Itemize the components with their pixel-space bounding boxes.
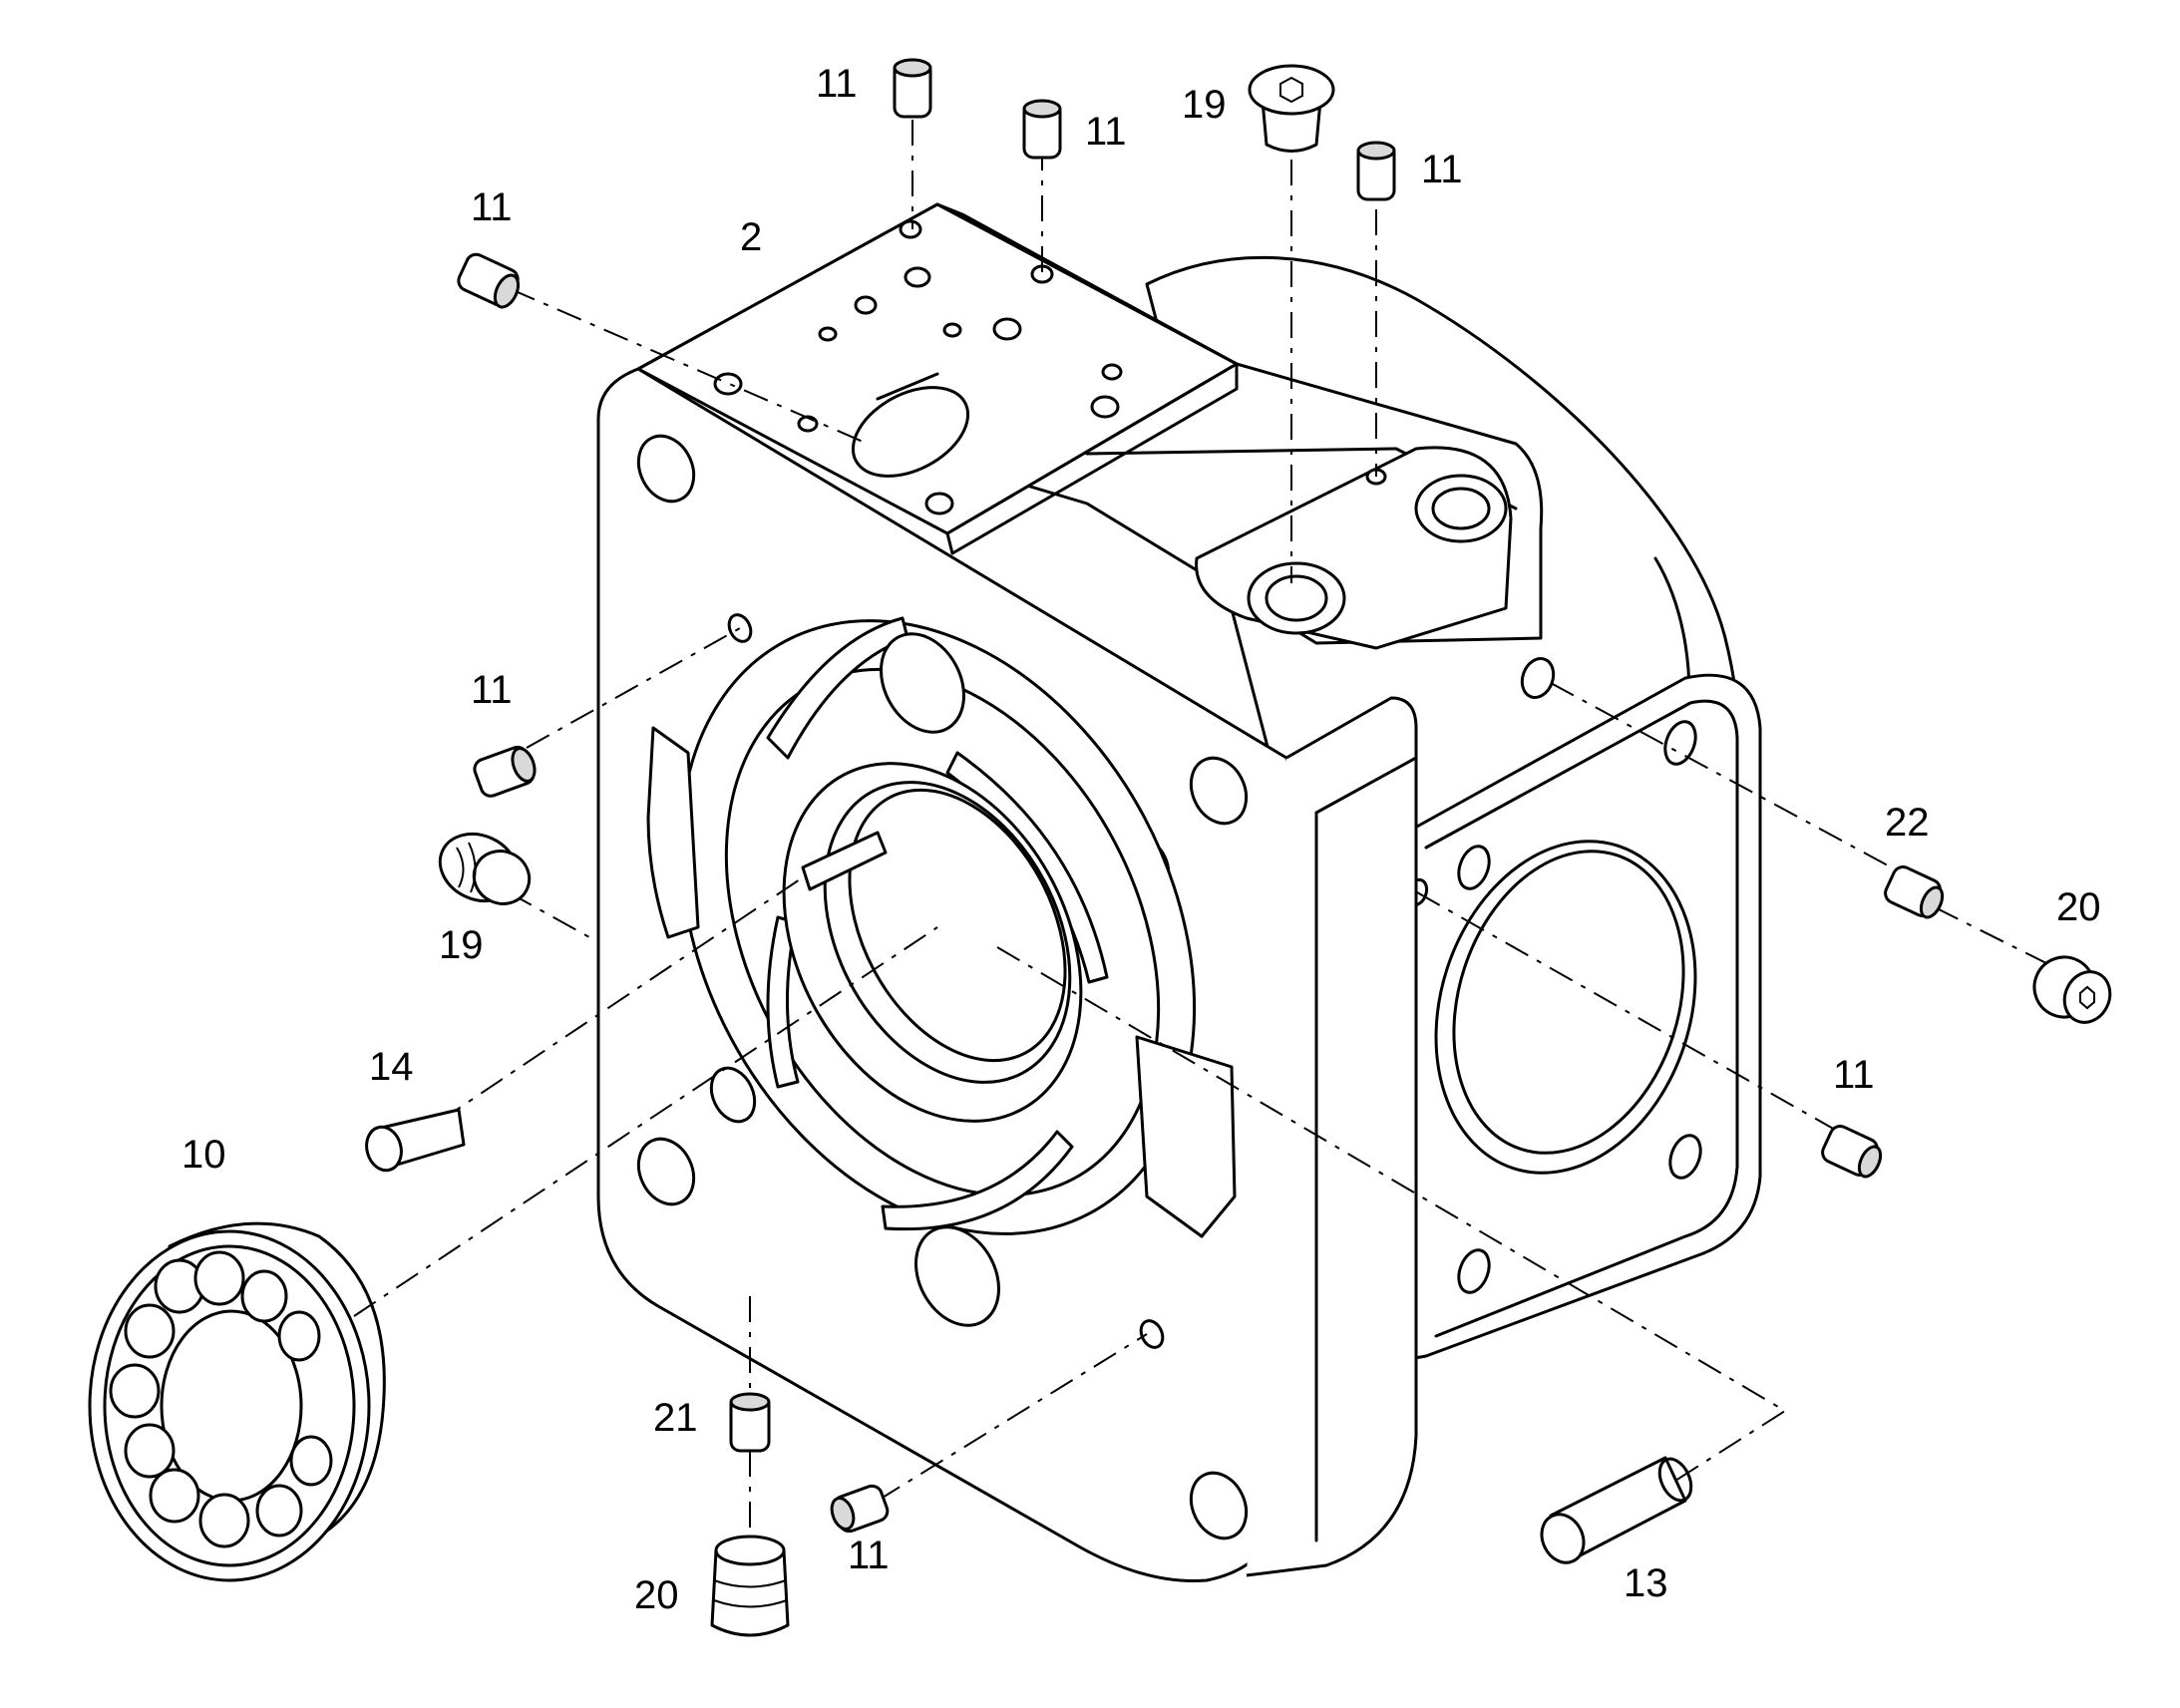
callout-label: 20: [634, 1573, 679, 1617]
pin-13: [1540, 1456, 1693, 1564]
dowel-pin-11-right-upper: [1884, 865, 1945, 919]
callout-label: 11: [816, 62, 858, 106]
plug-20-right: [2032, 955, 2112, 1024]
dowel-pin-11-right-lower: [1821, 1125, 1883, 1179]
plug-20-bottom: [710, 1535, 790, 1637]
top-valve-block: [636, 202, 1556, 699]
dowel-pin-11-top-b: [1022, 99, 1062, 160]
callout-label: 11: [848, 1534, 890, 1577]
callout-label: 11: [471, 668, 513, 712]
bearing-rollers: [109, 1250, 333, 1548]
dowel-pin-11-top-a: [893, 58, 932, 119]
callout-label: 11: [1085, 110, 1127, 154]
callout-label: 21: [653, 1396, 698, 1440]
small-parts: [365, 58, 2112, 1637]
callout-label: 11: [1833, 1053, 1875, 1097]
callout-label: 2: [740, 215, 763, 259]
main-housing: [596, 367, 1418, 1583]
roller-bearing: [88, 1221, 386, 1582]
plug-19-left: [438, 832, 532, 905]
callout-label: 13: [1624, 1561, 1668, 1605]
callout-label: 20: [2056, 885, 2101, 929]
dowel-pin-11-left-mid: [473, 745, 537, 798]
dowel-pin-11-left-top: [457, 252, 521, 309]
callout-label: 11: [471, 185, 513, 229]
right-port-flange: [1379, 673, 1762, 1360]
callout-label: 14: [369, 1045, 414, 1089]
callout-label: 11: [1421, 148, 1463, 191]
dowel-pin-21-bottom: [729, 1392, 771, 1453]
dowel-pin-11-top-c: [1356, 141, 1396, 201]
leader-lines: [353, 120, 2085, 1540]
callout-label: 22: [1885, 801, 1930, 845]
callout-label: 19: [1182, 83, 1227, 127]
callout-label: 19: [439, 923, 484, 967]
callout-label: 10: [182, 1133, 226, 1177]
dowel-pin-11-bottom: [830, 1484, 890, 1534]
plug-19-top: [1248, 64, 1335, 153]
pin-14: [365, 1108, 466, 1173]
